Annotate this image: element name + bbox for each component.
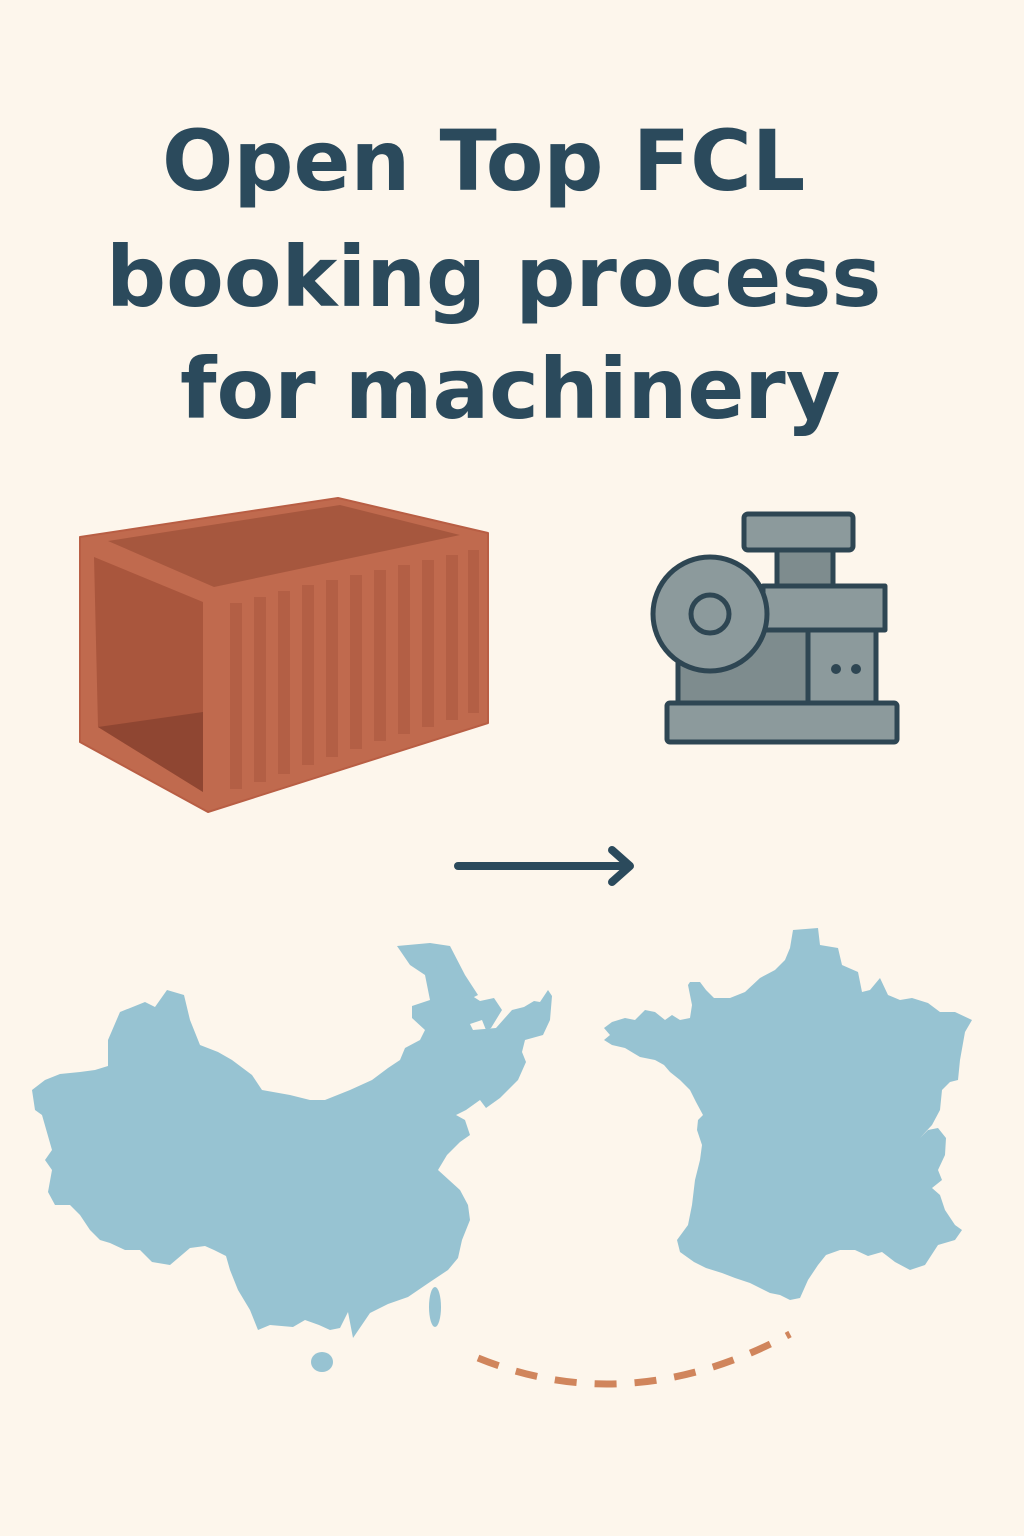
title-line-3: for machinery — [180, 340, 841, 438]
title-line-2: booking process — [106, 228, 882, 326]
title-line-1: Open Top FCL — [162, 112, 806, 210]
